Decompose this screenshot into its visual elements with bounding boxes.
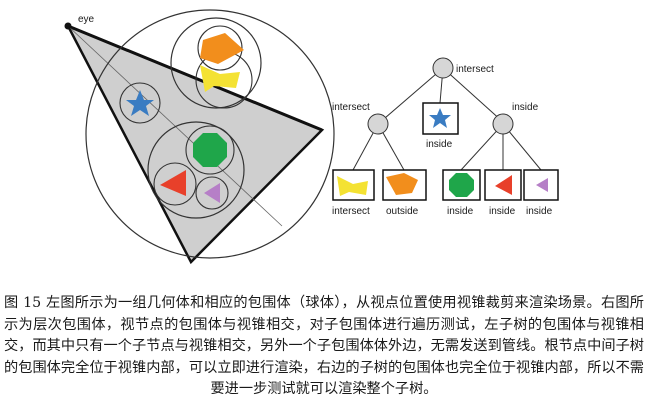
root-node-label: intersect xyxy=(456,64,494,75)
root-bounding-sphere xyxy=(85,9,335,259)
leaf-label: inside xyxy=(447,206,474,217)
leaf-intersect: intersect xyxy=(332,169,375,217)
left-node-label: intersect xyxy=(332,102,370,113)
middle-star xyxy=(429,108,451,128)
blue-star xyxy=(126,90,154,116)
right-node-label: inside xyxy=(512,102,539,113)
eye-point xyxy=(64,22,72,30)
leaf-inside-green: inside xyxy=(442,169,481,217)
star-sphere xyxy=(119,82,161,124)
leaf-label: inside xyxy=(489,206,516,217)
top-group-sphere xyxy=(170,17,262,109)
leaf-inside-red: inside xyxy=(484,169,522,217)
hierarchy-tree: intersect intersect inside inside inters… xyxy=(332,57,559,217)
orange-polygon xyxy=(200,33,244,64)
yellow-polygon xyxy=(200,65,240,92)
leaf-label: inside xyxy=(526,206,553,217)
leaf-outside: outside xyxy=(382,169,427,217)
bounding-volume-figure: eye xyxy=(64,9,559,265)
purple-triangle xyxy=(204,183,220,203)
red-triangle xyxy=(160,170,186,196)
green-polygon xyxy=(193,133,227,167)
right-node xyxy=(492,113,514,135)
eye-label: eye xyxy=(78,14,95,25)
leaf-inside-purple: inside xyxy=(523,169,559,217)
left-node xyxy=(367,113,389,135)
middle-node-label: inside xyxy=(426,139,453,150)
leaf-label: outside xyxy=(386,206,419,217)
view-direction-line xyxy=(67,25,283,227)
leaf-label: intersect xyxy=(332,206,370,217)
bottom-group-sphere xyxy=(147,121,245,219)
root-node xyxy=(432,57,454,79)
frustum-scene: eye xyxy=(64,9,335,265)
figure-caption: 图 15 左图所示为一组几何体和相应的包围体（球体），从视点位置使用视锥裁剪来渲… xyxy=(4,295,644,398)
